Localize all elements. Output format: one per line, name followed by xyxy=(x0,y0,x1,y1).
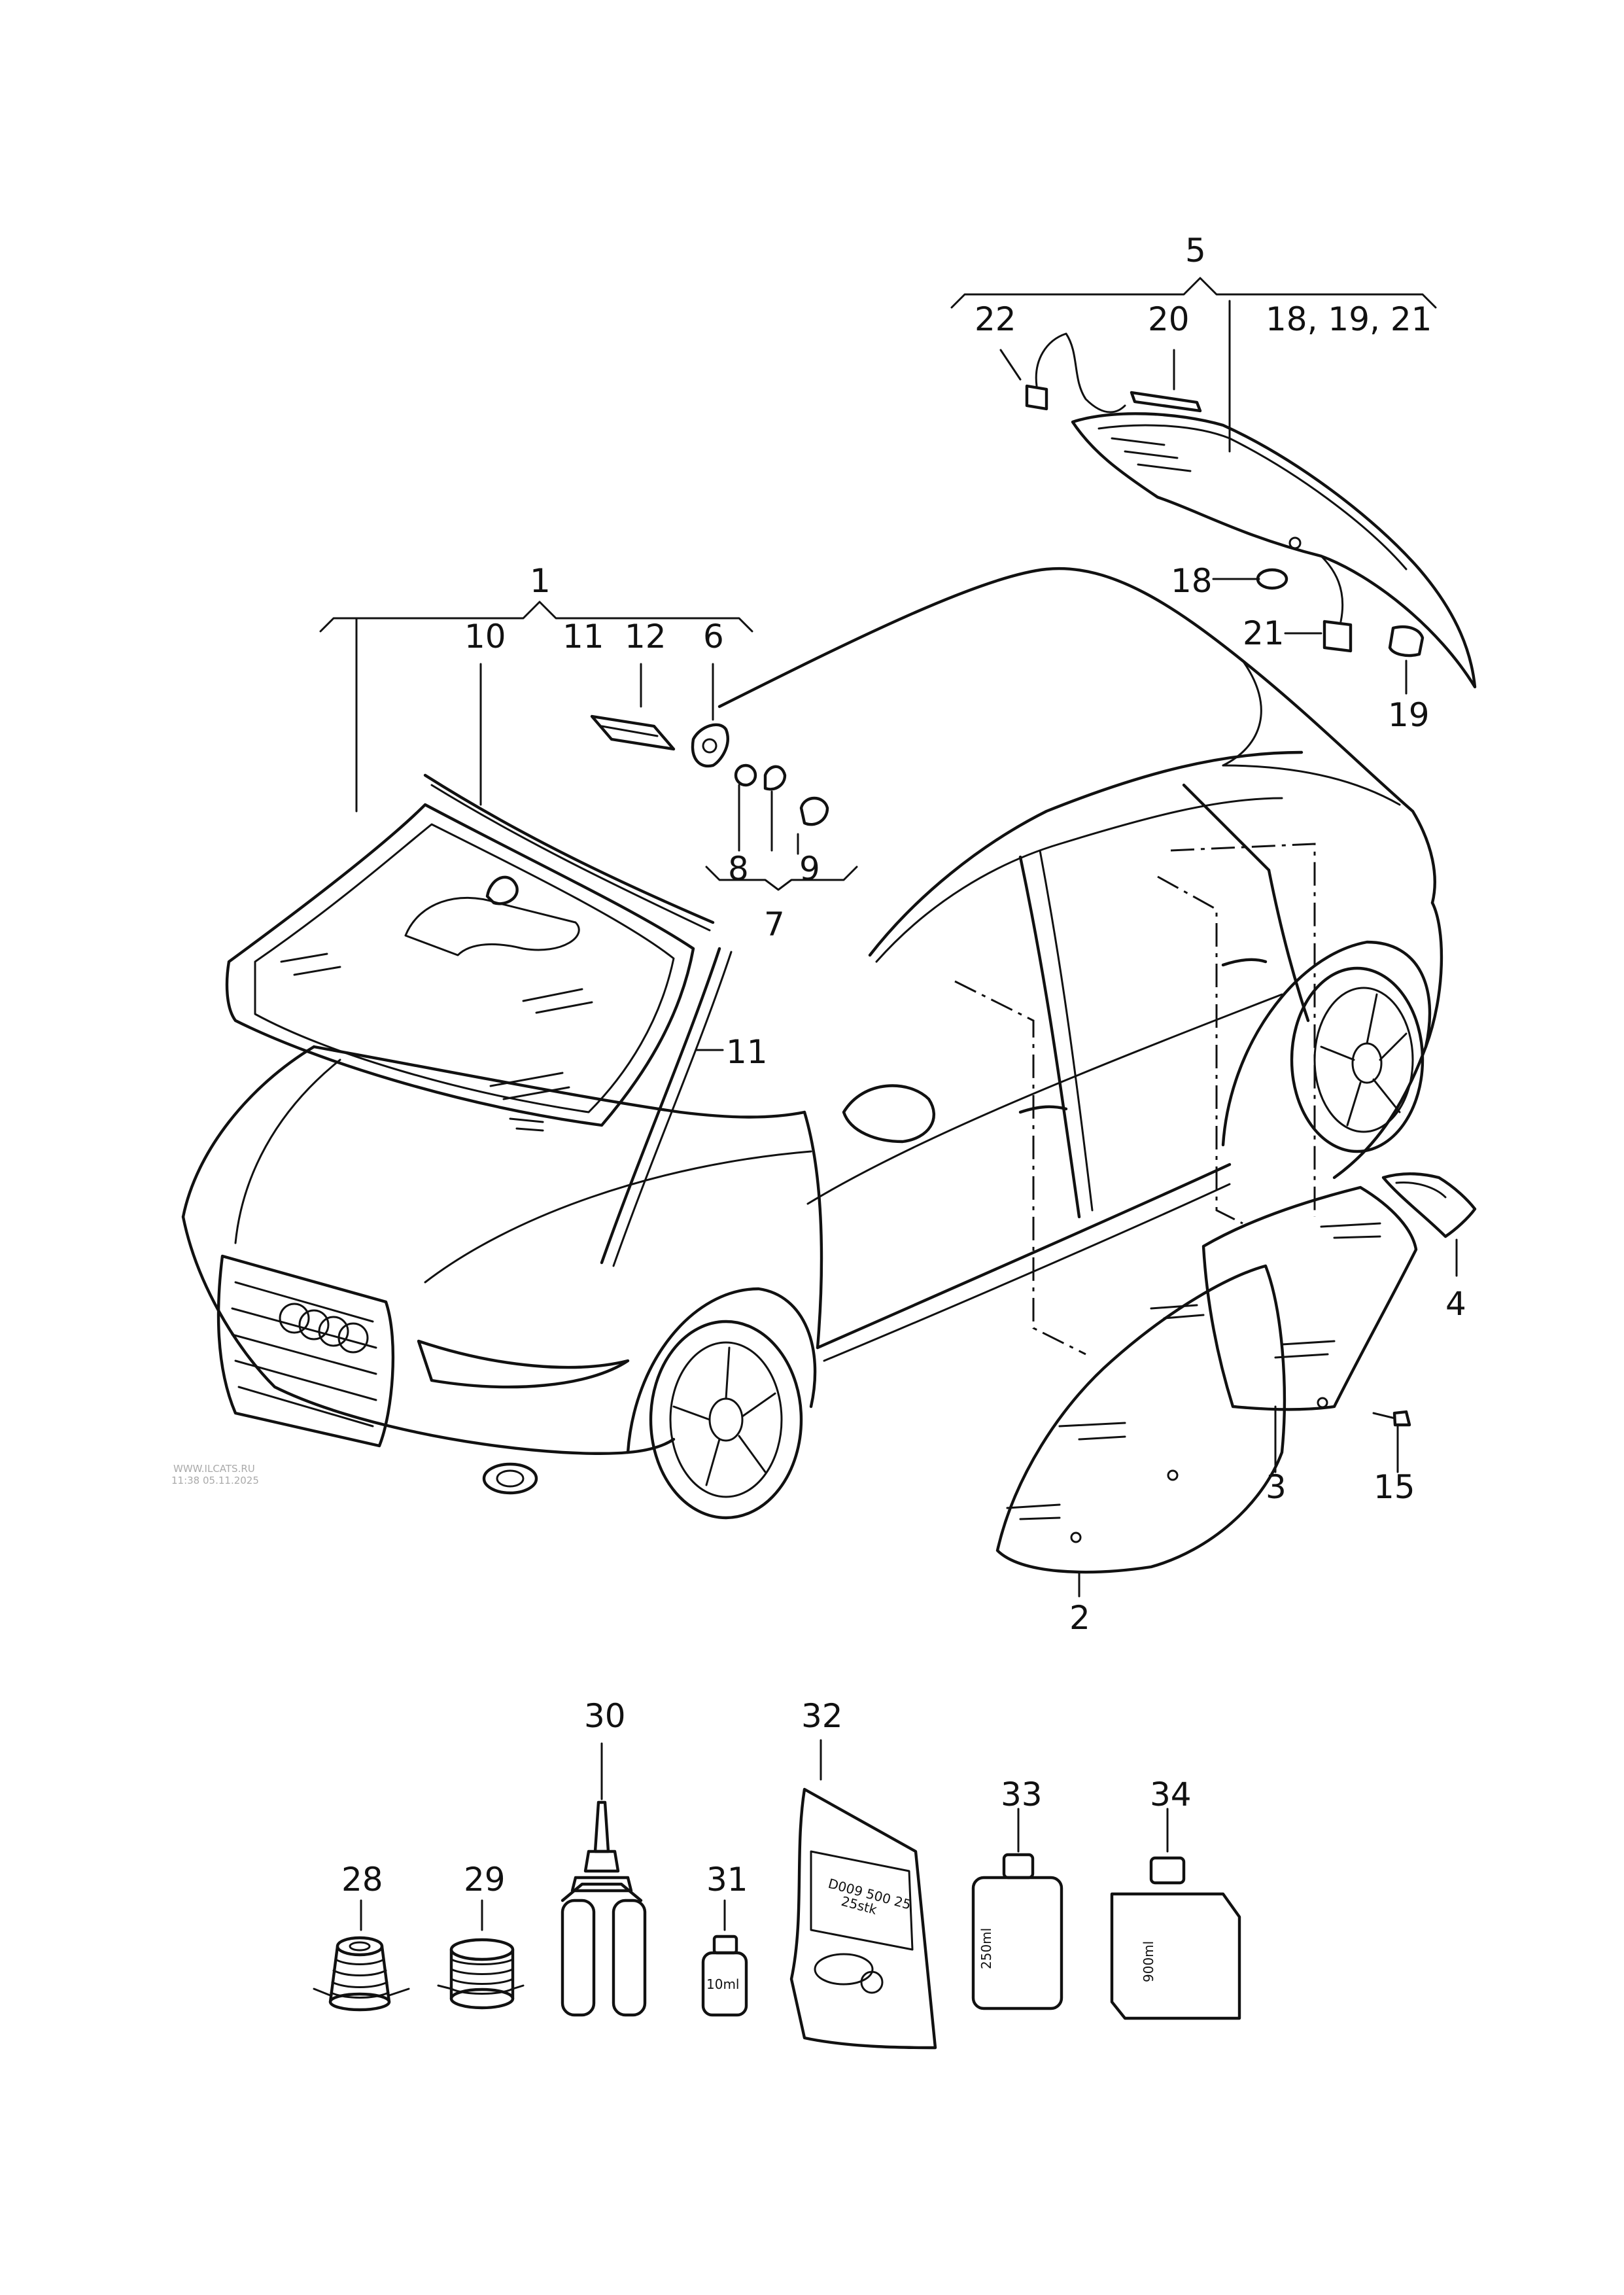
part-8-ring xyxy=(734,763,757,787)
small-parts xyxy=(590,714,829,826)
tailgate-glass xyxy=(1025,332,1477,689)
callout-34: 34 xyxy=(1150,1776,1192,1813)
callout-33: 33 xyxy=(1001,1776,1043,1813)
part-31-bottle: 10ml xyxy=(701,1935,748,2017)
part-3-rear-door-glass xyxy=(1201,1185,1418,1411)
part-19-cap xyxy=(1388,625,1425,657)
windscreen-glass xyxy=(225,803,695,1127)
part-6-bracket xyxy=(691,723,729,768)
callout-29: 29 xyxy=(464,1861,506,1899)
callout-7: 7 xyxy=(764,905,785,943)
callout-20: 20 xyxy=(1148,300,1190,338)
part-28-sealing-coil xyxy=(313,1936,410,2012)
accessories: 10ml D009 500 25 25stk 250ml 900ml xyxy=(313,1739,1241,2050)
watermark: WWW.ILCATS.RU 11:38 05.11.2025 xyxy=(171,1463,259,1486)
callout-numbers: 1 10 11 12 6 8 9 7 11 5 22 20 18, 19, 21… xyxy=(341,232,1466,1899)
part-2-front-door-glass xyxy=(995,1264,1287,1574)
part-18-grommet xyxy=(1256,568,1288,590)
bottle-34-label: 900ml xyxy=(1141,1941,1156,1982)
part-4-quarter-glass xyxy=(1381,1172,1477,1238)
callout-11-top: 11 xyxy=(562,618,604,656)
callout-15: 15 xyxy=(1373,1468,1415,1506)
part-34-bottle: 900ml xyxy=(1110,1856,1241,2020)
callout-22: 22 xyxy=(975,300,1016,338)
bottle-31-label: 10ml xyxy=(706,1976,740,1992)
part-33-bottle: 250ml xyxy=(971,1853,1063,2010)
car-body xyxy=(181,567,1443,1520)
watermark-site: WWW.ILCATS.RU xyxy=(173,1463,255,1475)
windscreen-side-trim xyxy=(600,947,721,1265)
part-12-sensor xyxy=(590,714,676,751)
mirror-mount xyxy=(485,875,519,905)
callout-30: 30 xyxy=(584,1697,626,1735)
part-29-sealing-coil xyxy=(437,1938,525,2010)
part-20-brake-light xyxy=(1130,391,1202,413)
callout-4: 4 xyxy=(1445,1285,1466,1323)
callout-18: 18 xyxy=(1171,562,1213,600)
callout-19: 19 xyxy=(1388,696,1430,734)
callout-11-side: 11 xyxy=(726,1033,768,1071)
callout-18-19-21: 18, 19, 21 xyxy=(1266,300,1432,338)
callout-32: 32 xyxy=(801,1697,843,1735)
windscreen-top-trim xyxy=(423,773,715,924)
part-21-connector xyxy=(1322,620,1353,653)
bottle-33-label: 250ml xyxy=(978,1928,994,1969)
callout-9: 9 xyxy=(799,850,820,888)
part-30-cartridge xyxy=(561,1800,647,2017)
callout-31: 31 xyxy=(706,1861,748,1899)
callout-3: 3 xyxy=(1266,1468,1287,1506)
callout-12: 12 xyxy=(625,618,666,656)
part-9-cap xyxy=(799,796,829,826)
callout-28: 28 xyxy=(341,1861,383,1899)
callout-1: 1 xyxy=(530,562,551,600)
callout-6: 6 xyxy=(703,618,724,656)
windscreen-assembly xyxy=(225,773,733,1267)
part-15-pin xyxy=(1392,1410,1411,1427)
callout-21: 21 xyxy=(1243,614,1285,652)
callout-5: 5 xyxy=(1185,232,1206,270)
callout-8: 8 xyxy=(728,850,749,888)
part-9-clip xyxy=(763,765,787,791)
callout-10: 10 xyxy=(464,618,506,656)
door-glasses xyxy=(995,1172,1477,1574)
part-32-bag: D009 500 25 25stk xyxy=(789,1787,937,2050)
guide-lines xyxy=(954,843,1316,1356)
part-22-harness xyxy=(1025,384,1048,411)
callout-2: 2 xyxy=(1069,1599,1090,1637)
leader-lines xyxy=(319,277,1458,1598)
watermark-datetime: 11:38 05.11.2025 xyxy=(171,1475,259,1486)
